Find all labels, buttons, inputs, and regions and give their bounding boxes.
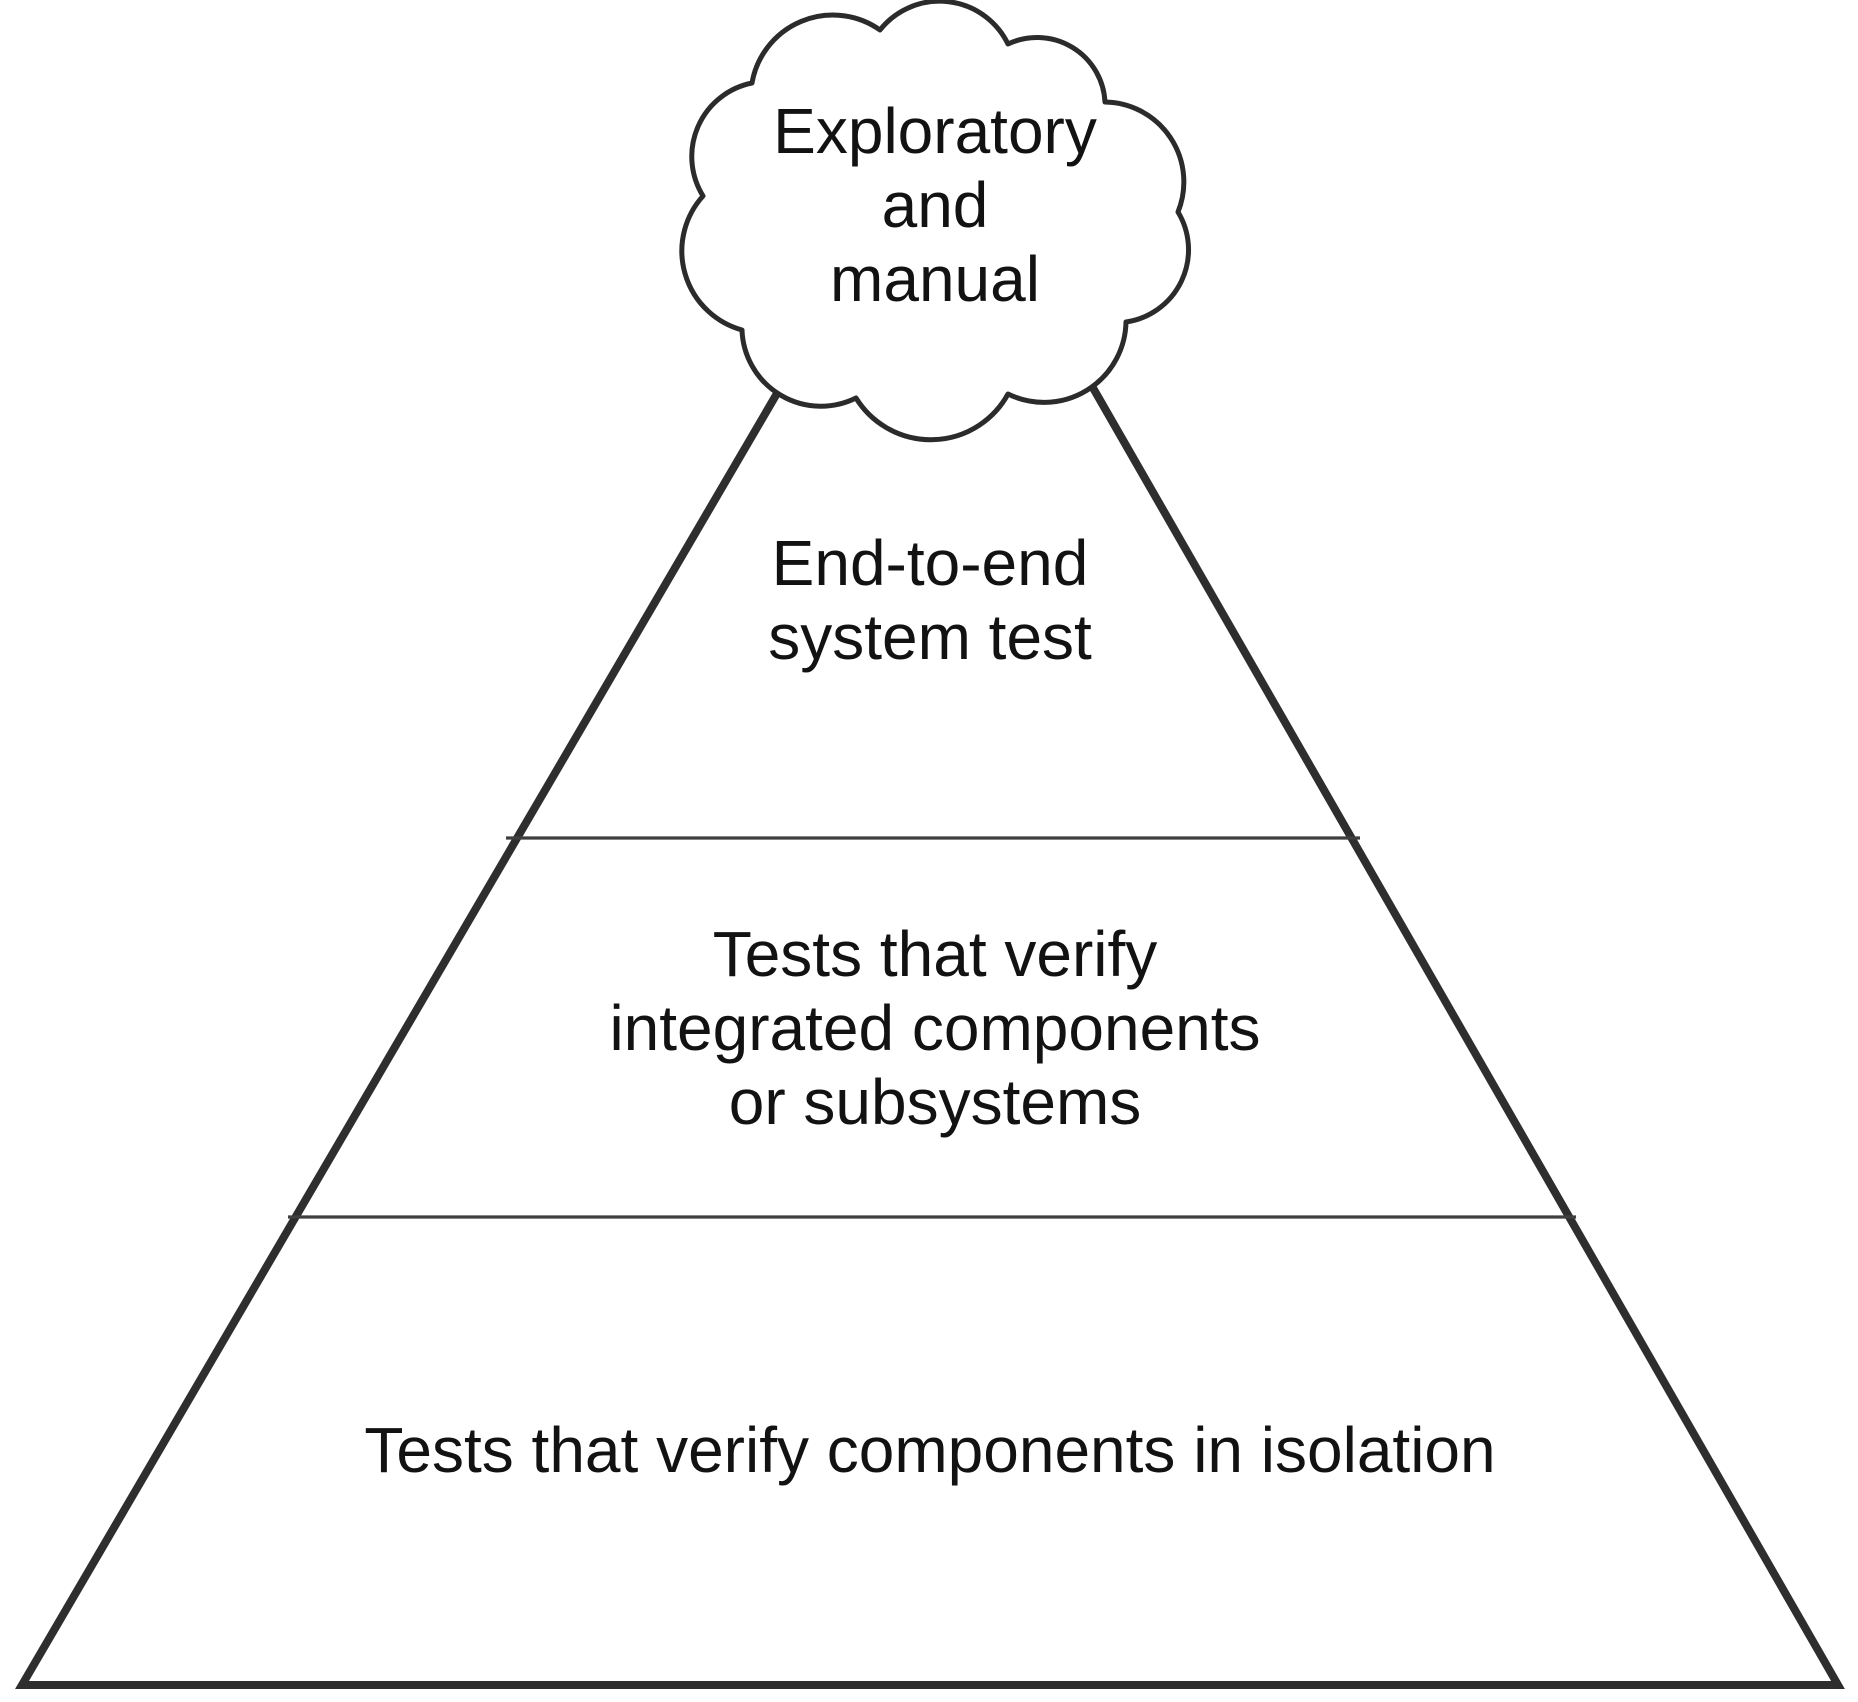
cloud-label-line-2: and xyxy=(881,169,989,241)
pyramid-outline xyxy=(15,110,1845,1689)
tier-top-label-line-2: system test xyxy=(768,601,1092,673)
tier-bottom-label: Tests that verify components in isolatio… xyxy=(330,1290,1530,1610)
tier-top-label-line-1: End-to-end xyxy=(771,527,1089,599)
tier-middle-label-line-1: Tests that verify xyxy=(712,917,1158,990)
cloud-shape xyxy=(679,0,1192,443)
tier-bottom-label-line-1: Tests that verify components in isolatio… xyxy=(364,1414,1496,1486)
tier-middle-label: Tests that verify integrated components … xyxy=(540,855,1330,1200)
tier-middle-label-line-3: or subsystems xyxy=(728,1065,1142,1138)
cloud-label-line-3: manual xyxy=(830,243,1040,315)
tier-middle-label-line-2: integrated components xyxy=(609,991,1261,1064)
cloud-label: Exploratory and manual xyxy=(690,25,1180,385)
tier-top-label: End-to-end system test xyxy=(640,440,1220,760)
cloud-label-line-1: Exploratory xyxy=(773,95,1097,167)
